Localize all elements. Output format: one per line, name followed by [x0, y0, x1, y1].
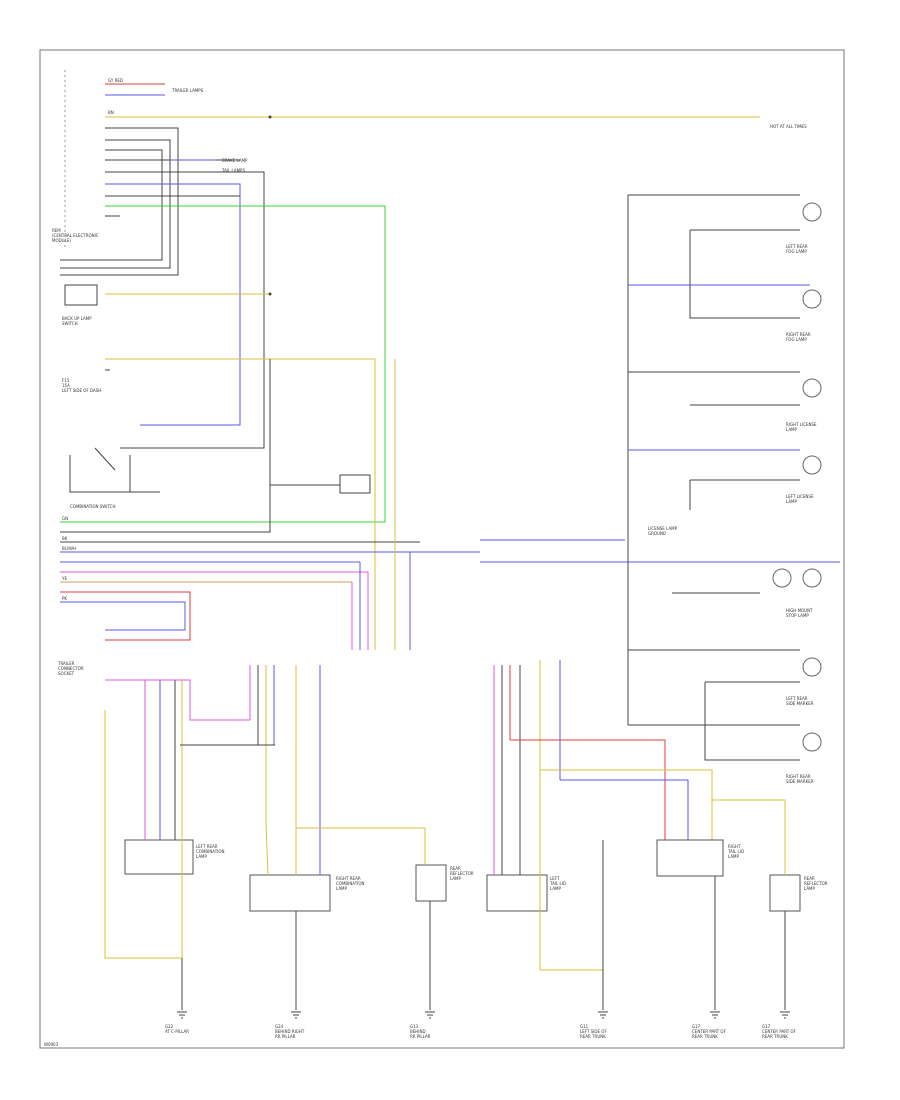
wire-bk: BK — [62, 536, 68, 541]
page-id: W0903 — [44, 1042, 59, 1047]
ground-symbols — [177, 1011, 790, 1019]
labels: TRAILER LAMPS HOT AT ALL TIMES BRAKE LAM… — [61, 78, 807, 601]
wire-gy-red: GY RED — [108, 78, 123, 83]
wire-gn: GN — [62, 516, 68, 521]
wire-ye: YE — [61, 576, 67, 581]
wire-pk: PK — [62, 596, 67, 601]
label-tail-lamps: TAIL LAMPS — [221, 168, 245, 173]
top-bundle — [60, 83, 760, 650]
middle-bus — [60, 359, 840, 650]
bottom-circuits — [104, 660, 801, 1010]
wire-bn: BN — [108, 110, 114, 115]
page-frame — [39, 49, 845, 1049]
wire-bu-wh: BU/WH — [62, 546, 76, 551]
label-brake-lamp: BRAKE LAMP — [222, 158, 248, 163]
label-combination-switch: COMBINATION SWITCH — [70, 504, 115, 509]
label-hot-at-all-times: HOT AT ALL TIMES — [770, 124, 807, 129]
right-side-circuits — [627, 194, 810, 761]
label-trailer-lamps: TRAILER LAMPS — [171, 88, 204, 93]
lamp-bulbs-right — [772, 202, 822, 752]
